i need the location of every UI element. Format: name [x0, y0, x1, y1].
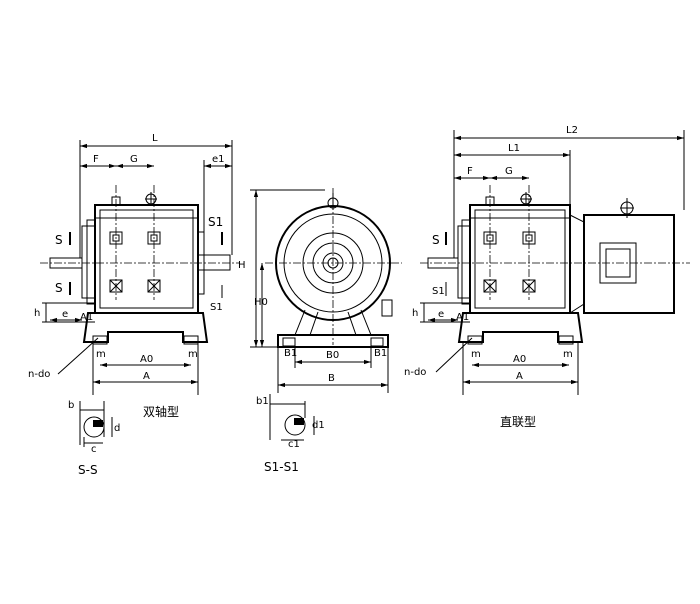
- section-mark-S-bottom: S: [55, 281, 63, 295]
- dim-c: c: [91, 444, 97, 455]
- dim-F: F: [93, 154, 99, 165]
- dim-h: h: [34, 308, 40, 319]
- dim-c1: c1: [288, 439, 300, 450]
- dim-G: G: [130, 154, 138, 165]
- dim-b1: b1: [256, 396, 269, 407]
- dim-m-right: m: [188, 349, 198, 360]
- dim-e1: e1: [212, 154, 225, 165]
- dim-H: H: [238, 260, 246, 271]
- dim-b: b: [68, 400, 74, 411]
- section-mark-S-top: S: [55, 233, 63, 247]
- dim-A0: A0: [140, 354, 153, 365]
- dim-m-right-direct: m: [563, 349, 573, 360]
- reducer-housing: [469, 204, 571, 314]
- dim-A1: A1: [80, 312, 93, 323]
- section-s-view: b d c S-S: [68, 400, 120, 477]
- section-mark-S1-direct: S1: [432, 286, 445, 297]
- dim-B: B: [328, 373, 335, 384]
- dim-e-direct: e: [438, 309, 444, 320]
- dim-L2: L2: [566, 125, 578, 136]
- motor-body: [583, 214, 675, 314]
- dim-m-left-direct: m: [471, 349, 481, 360]
- caption-dual-shaft: 双轴型: [143, 404, 179, 419]
- caption-direct-coupled: 直联型: [500, 415, 536, 429]
- dim-F-direct: F: [467, 166, 473, 177]
- dim-n-do: n-do: [28, 369, 50, 380]
- dim-G-direct: G: [505, 166, 513, 177]
- section-s1-view: b1 d1 c1 S1-S1: [256, 394, 325, 474]
- dim-B1-right: B1: [374, 348, 387, 359]
- dim-h-direct: h: [412, 308, 418, 319]
- dim-d: d: [114, 423, 120, 434]
- dim-m-left: m: [96, 349, 106, 360]
- section-title-S1-S1: S1-S1: [264, 460, 299, 474]
- dim-n-do-direct: n-do: [404, 367, 426, 378]
- dim-B1-left: B1: [284, 348, 297, 359]
- dim-L: L: [152, 133, 158, 144]
- dim-e: e: [62, 309, 68, 320]
- dim-A0-direct: A0: [513, 354, 526, 365]
- direct-coupled-view: L2 L1 F G S S1 h e A1 n-do m m A0 A 直联型: [404, 125, 690, 429]
- dim-d1: d1: [312, 420, 325, 431]
- dim-A: A: [143, 371, 150, 382]
- gearbox-housing: [49, 192, 231, 345]
- end-view: H H0 B1 B0 B1 B: [238, 188, 402, 393]
- section-mark-S1: S1: [208, 215, 223, 229]
- dim-A-direct: A: [516, 371, 523, 382]
- section-mark-S-direct: S: [432, 233, 440, 247]
- dim-L1: L1: [508, 143, 520, 154]
- section-mark-S1-low: S1: [210, 302, 223, 313]
- dim-H0: H0: [254, 297, 268, 308]
- dim-B0: B0: [326, 350, 339, 361]
- dual-shaft-view: L F G e1 S S S1 S1 h e A1 n-do m m: [28, 133, 240, 419]
- section-title-S-S: S-S: [78, 463, 98, 477]
- dim-A1-direct: A1: [456, 312, 469, 323]
